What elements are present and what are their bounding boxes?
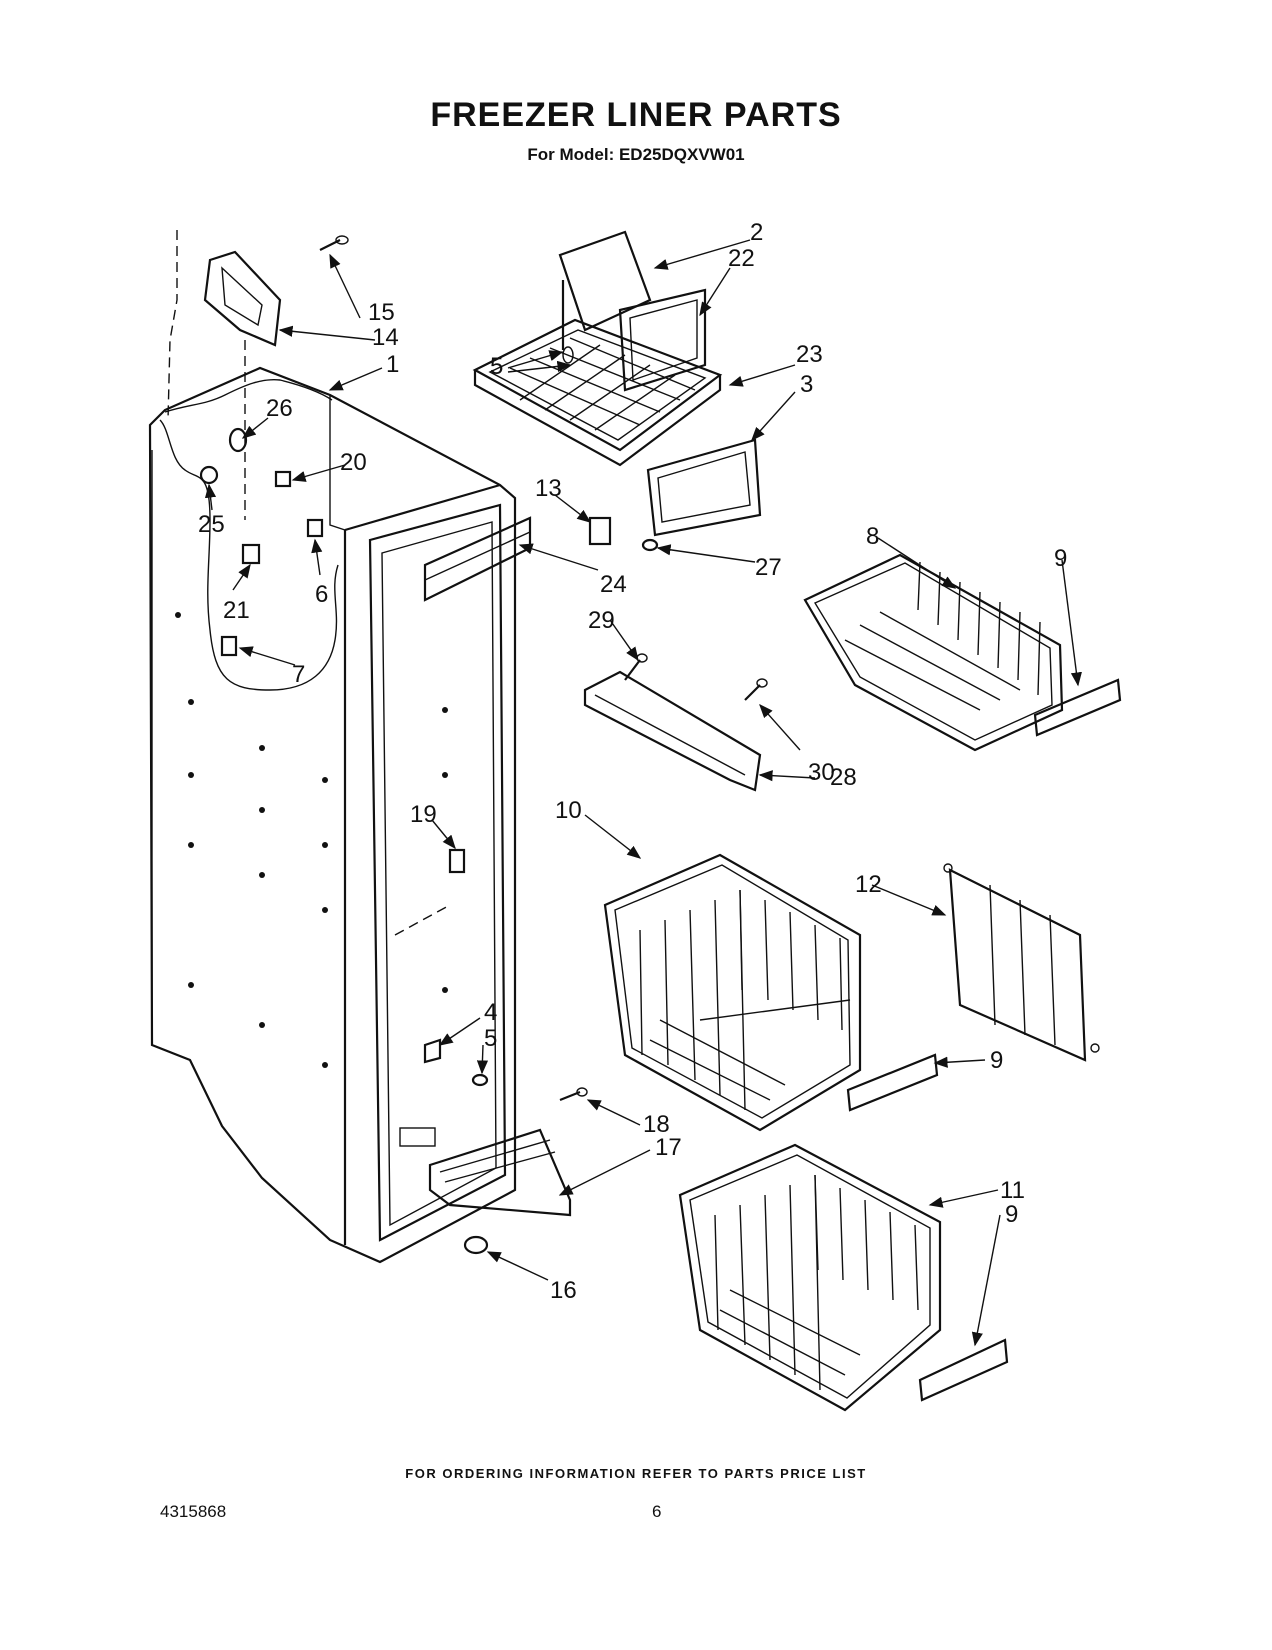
callout-29: 29 — [588, 607, 615, 634]
leader-lines — [204, 239, 1082, 1347]
liner-small-parts — [199, 427, 324, 657]
callout-1: 1 — [386, 351, 399, 378]
lower-small-parts-4-5 — [423, 1038, 489, 1087]
callout-28: 28 — [830, 764, 857, 791]
rail-part-28 — [583, 670, 762, 792]
callout-labels: 2 22 23 3 5 15 14 1 26 20 25 6 21 7 24 1… — [198, 219, 1067, 1304]
freezer-liner — [148, 366, 517, 1264]
callout-13: 13 — [535, 475, 562, 502]
callout-4: 4 — [484, 999, 497, 1026]
callout-16: 16 — [550, 1277, 577, 1304]
callout-27: 27 — [755, 554, 782, 581]
callout-9-mid: 9 — [990, 1047, 1003, 1074]
screw-part-30 — [744, 678, 768, 701]
clip-part-19 — [448, 848, 466, 874]
callout-18: 18 — [643, 1111, 670, 1138]
basket-front-part-9c — [918, 1338, 1009, 1402]
callout-5-lower: 5 — [484, 1025, 497, 1052]
callout-9-bottom: 9 — [1005, 1201, 1018, 1228]
basket-part-11 — [678, 1143, 942, 1412]
page-title: FREEZER LINER PARTS — [430, 96, 842, 134]
callout-12: 12 — [855, 871, 882, 898]
plug-part-16 — [463, 1235, 489, 1255]
callout-17: 17 — [655, 1134, 682, 1161]
clip-part-13 — [588, 516, 612, 546]
upper-shelf-assembly — [472, 230, 762, 537]
callout-22: 22 — [728, 245, 755, 272]
callout-23: 23 — [796, 341, 823, 368]
callout-5-upper: 5 — [490, 353, 503, 380]
page-number: 6 — [652, 1502, 662, 1521]
basket-part-10 — [603, 853, 862, 1132]
callout-8: 8 — [866, 523, 879, 550]
callout-15: 15 — [368, 299, 395, 326]
bracket-part-14 — [203, 250, 282, 347]
document-number: 4315868 — [160, 1502, 227, 1521]
ordering-note: FOR ORDERING INFORMATION REFER TO PARTS … — [405, 1466, 867, 1481]
screw-part-27 — [641, 538, 659, 552]
callout-30: 30 — [808, 759, 835, 786]
callout-9-top: 9 — [1054, 545, 1067, 572]
callout-6: 6 — [315, 581, 328, 608]
callout-10: 10 — [555, 797, 582, 824]
callout-24: 24 — [600, 571, 627, 598]
callout-11: 11 — [1000, 1177, 1025, 1204]
callout-14: 14 — [372, 324, 399, 351]
screw-part-18 — [559, 1087, 588, 1102]
screw-part-15 — [319, 235, 349, 251]
basket-front-part-9a — [1033, 678, 1122, 737]
callout-25: 25 — [198, 511, 225, 538]
callout-3: 3 — [800, 371, 813, 398]
callout-21: 21 — [223, 597, 250, 624]
basket-part-8 — [803, 553, 1064, 752]
basket-front-part-9b — [846, 1053, 939, 1112]
model-subtitle: For Model: ED25DQXVW01 — [527, 145, 745, 164]
divider-part-12 — [943, 863, 1100, 1062]
callout-2: 2 — [750, 219, 763, 246]
callout-7: 7 — [292, 661, 305, 688]
drain-trough-part-17 — [428, 1128, 572, 1217]
callout-26: 26 — [266, 395, 293, 422]
callout-19: 19 — [410, 801, 437, 828]
callout-20: 20 — [340, 449, 367, 476]
